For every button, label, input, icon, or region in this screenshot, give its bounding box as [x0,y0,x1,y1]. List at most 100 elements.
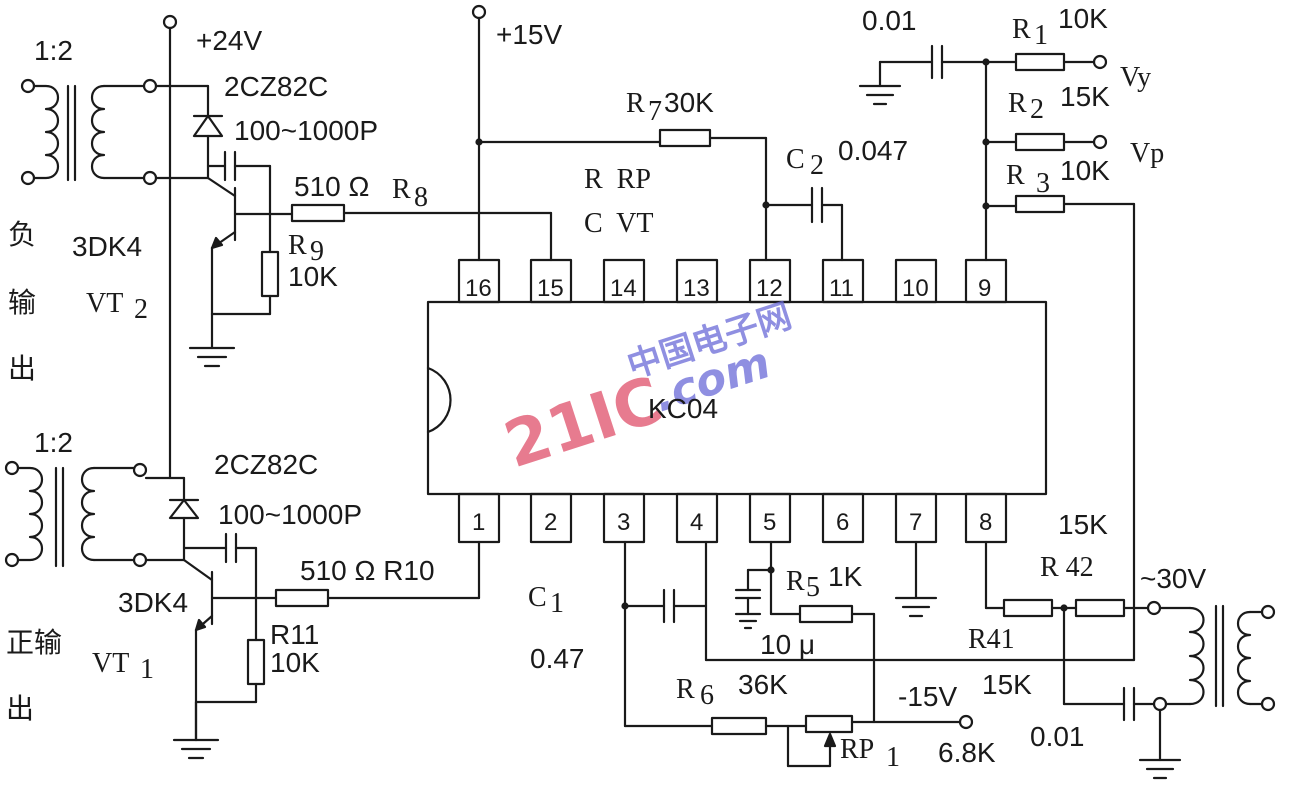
label-r1: R [1012,14,1031,45]
label-c2: C [786,144,805,175]
legend-r-rp: R RP [584,164,651,195]
watermark-21ic: 21IC [496,363,671,483]
pin-7: 7 [909,509,922,536]
resistor-r6 [623,716,808,736]
label-r11: R11 [270,619,319,650]
resistor-r7 [658,128,768,262]
potentiometer-rp1 [786,714,974,768]
label-neg-output-2: 输 [8,287,36,318]
pin-1: 1 [472,509,485,536]
label-rp1-sub: 1 [886,742,900,773]
label-r6-value: 36K [738,669,788,700]
label-r3-value: 10K [1060,155,1110,186]
label-r3: R [1006,160,1025,191]
resistor-r2 [984,132,1108,152]
label-diode-bottom: 2CZ82C [214,449,318,480]
pin-5: 5 [763,509,776,536]
pin-4: 4 [690,509,703,536]
pin-12: 12 [756,275,783,302]
label-r7-sub: 7 [648,96,662,127]
label-transistor-bottom: 3DK4 [118,587,188,618]
resistor-r1 [1014,52,1108,72]
pin-2: 2 [544,509,557,536]
pin-3: 3 [617,509,630,536]
pin-15: 15 [537,275,564,302]
label-r2: R [1008,88,1027,119]
label-pos-output-2: 出 [6,693,34,724]
label-r42-value: 15K [1058,509,1108,540]
resistor-r11 [194,596,266,704]
label-c2-value: 0.047 [838,135,908,166]
ground-top [188,312,236,368]
resistor-r8 [290,203,553,262]
label-neg-output-1: 负 [8,219,36,250]
label-c1: C [528,582,547,613]
label-c2-sub: 2 [810,150,824,181]
label-r1-value: 10K [1058,3,1108,34]
label-r10: 510 Ω R10 [300,555,435,586]
capacitor-10u [734,540,775,630]
label-cap-bottom-right: 0.01 [1030,721,1085,752]
label-r8-sub: 8 [414,182,428,213]
legend-c-vt: C VT [584,208,654,239]
label-r41-value: 15K [982,669,1032,700]
ground-bottom-left [172,700,220,760]
label-r7: R [626,88,645,119]
label-diode-top: 2CZ82C [224,71,328,102]
label-r8: R [392,174,411,205]
label-plus15v: +15V [496,19,562,50]
capacitor-c2 [762,186,844,262]
label-r11-value: 10K [270,647,320,678]
ic-kc04 [426,300,1048,496]
label-vt1-sub: 1 [140,654,154,685]
resistor-r3 [704,194,1136,662]
pin-6: 6 [836,509,849,536]
transformer-bottom [4,460,186,568]
diode-top [192,84,224,180]
label-vt1: VT [92,648,129,679]
pin-10: 10 [902,275,929,302]
pin9-bus [982,58,1018,262]
label-r5-value: 1K [828,561,863,592]
transformer-right [1158,604,1276,712]
label-r5: R [786,566,805,597]
plus15v-rail [471,4,662,262]
resistor-r9 [210,212,280,316]
label-neg-output-3: 出 [8,353,36,384]
ic-bottom-pins [457,492,1008,544]
resistor-r10 [274,540,481,608]
label-cap-top: 100~1000P [234,115,378,146]
pin-16: 16 [465,275,492,302]
transistor-vt2 [206,176,294,316]
label-vy: Vy [1120,62,1151,93]
label-ratio-bottom: 1:2 [34,427,73,458]
pin-9: 9 [978,275,991,302]
label-r6: R [676,674,695,705]
label-r9: R [288,230,307,261]
label-r3-sub: 3 [1036,168,1050,199]
label-plus24v: +24V [196,25,262,56]
label-vt2: VT [86,288,123,319]
label-r9-sub: 9 [310,236,324,267]
label-r42: R 42 [1040,552,1094,583]
capacitor-c1 [621,540,708,728]
label-pos-output-1: 正输 [6,627,62,658]
transformer-top [20,78,210,186]
watermark: 中国电子网 21IC .com [496,296,796,483]
ic-name: KC04 [648,393,718,424]
plus24v-rail [162,14,178,480]
ground-pin7 [894,540,938,618]
pin-8: 8 [979,509,992,536]
label-r5-sub: 5 [806,572,820,603]
label-cap-10u: 10 μ [760,629,815,660]
capacitor-0.01-bottom [1122,686,1182,780]
label-r9-value: 10K [288,261,338,292]
label-r2-value: 15K [1060,81,1110,112]
label-c1-sub: 1 [550,588,564,619]
capacitor-0.01-top [930,44,1018,80]
label-r8-value: 510 Ω [294,171,369,202]
label-minus15v: -15V [898,681,957,712]
label-r6-sub: 6 [700,680,714,711]
pin-14: 14 [610,275,637,302]
